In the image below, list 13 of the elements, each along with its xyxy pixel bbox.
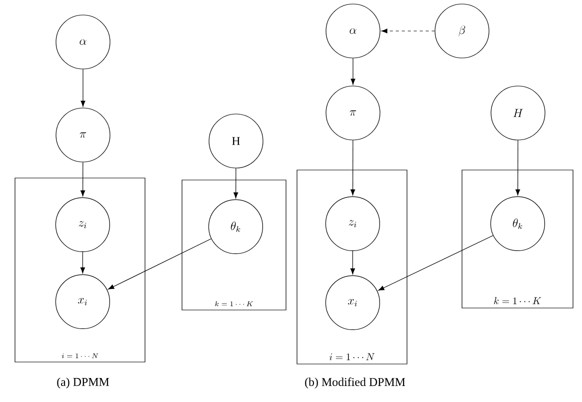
arrow — [350, 140, 356, 196]
dashed-arrow — [381, 28, 435, 34]
arrow — [80, 162, 86, 196]
arrow — [80, 69, 86, 107]
arrow — [378, 235, 494, 291]
caption: (a) DPMM — [57, 378, 110, 388]
arrow — [516, 140, 520, 196]
arrow — [108, 238, 212, 290]
arrow — [350, 58, 356, 85]
caption: (b) Modified DPMM — [305, 378, 406, 388]
arrow — [234, 168, 238, 198]
arrow — [80, 252, 85, 274]
arrow — [350, 250, 355, 274]
